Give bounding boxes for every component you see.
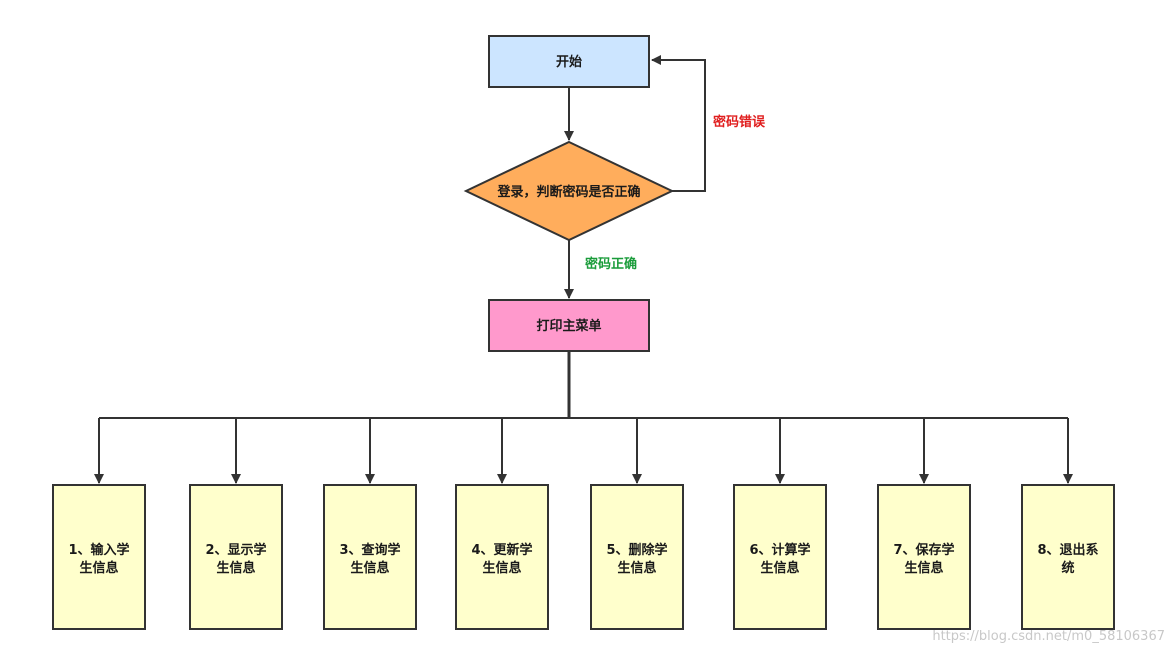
menu-option-box (1021, 484, 1115, 630)
menu-option-label-line2: 生信息 (904, 560, 943, 576)
login-decision-node: 登录，判断密码是否正确 (463, 140, 675, 242)
menu-option-label-line2: 生信息 (482, 560, 521, 576)
start-node: 开始 (488, 35, 650, 88)
menu-options: 1、输入学生信息2、显示学生信息3、查询学生信息4、更新学生信息5、删除学生信息… (52, 418, 1115, 630)
menu-option-box (877, 484, 971, 630)
menu-option-label-line2: 生信息 (79, 560, 118, 576)
menu-option-label-line1: 5、删除学 (606, 542, 667, 558)
menu-option-box (455, 484, 549, 630)
menu-option-box (52, 484, 146, 630)
menu-option-box (323, 484, 417, 630)
menu-option-label-line2: 生信息 (760, 560, 799, 576)
main-menu-label: 打印主菜单 (536, 318, 601, 334)
menu-option-box (590, 484, 684, 630)
menu-option-label-line2: 生信息 (350, 560, 389, 576)
edge-wrong-password (651, 55, 706, 192)
menu-option-label-line2: 统 (1061, 560, 1074, 576)
main-menu-node: 打印主菜单 (488, 299, 650, 352)
menu-option-box (189, 484, 283, 630)
watermark-text: https://blog.csdn.net/m0_58106367 (932, 629, 1165, 644)
menu-option-label-line1: 4、更新学 (471, 542, 532, 558)
menu-option-label-line1: 2、显示学 (205, 542, 266, 558)
menu-option-label-line1: 3、查询学 (339, 542, 400, 558)
start-node-label: 开始 (556, 54, 582, 70)
menu-option-label-line2: 生信息 (617, 560, 656, 576)
correct-password-label: 密码正确 (584, 256, 637, 272)
menu-option-label-line1: 1、输入学 (68, 542, 129, 558)
login-decision-label: 登录，判断密码是否正确 (496, 184, 640, 200)
wrong-password-label: 密码错误 (712, 114, 766, 130)
menu-option-label-line1: 8、退出系 (1037, 542, 1098, 558)
menu-option-label-line1: 6、计算学 (749, 542, 810, 558)
menu-option-label-line1: 7、保存学 (893, 542, 954, 558)
menu-option-box (733, 484, 827, 630)
menu-option-label-line2: 生信息 (216, 560, 255, 576)
